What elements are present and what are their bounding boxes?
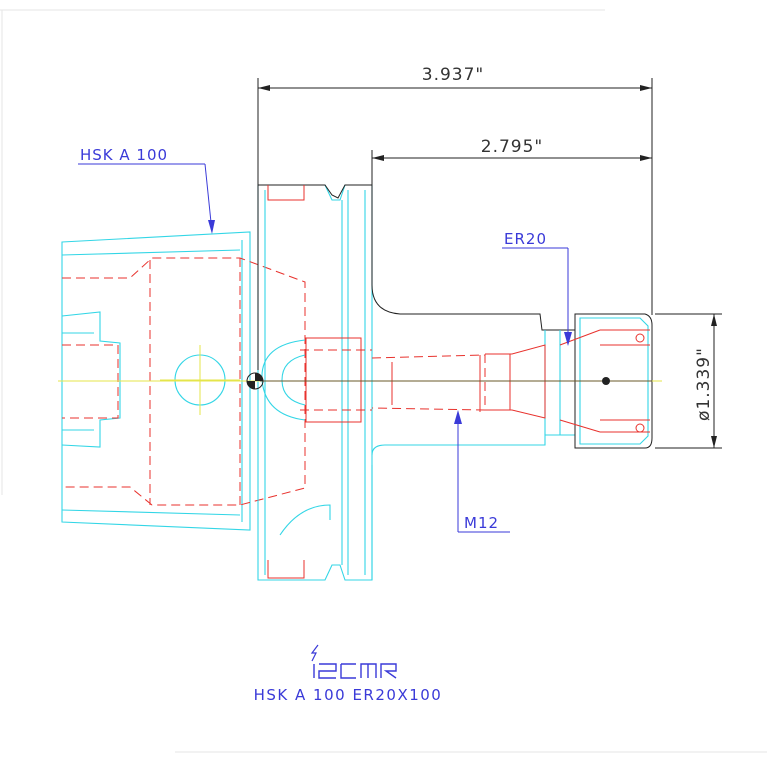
- diameter-dimension: [655, 313, 722, 449]
- nose-point-marker: [602, 377, 610, 385]
- diameter-label: ø1.339": [694, 347, 714, 421]
- hsk-center-bore: [160, 345, 240, 415]
- gauge-length-label: 2.795": [481, 137, 544, 157]
- coupling-yoke: [261, 337, 372, 423]
- overall-length-label: 3.937": [422, 65, 485, 85]
- overall-length-dimension: [257, 78, 653, 370]
- collet-nut: [559, 313, 653, 449]
- er20-callout-leader: [502, 247, 572, 346]
- sheet-frame: [0, 9, 767, 753]
- er20-callout-label: ER20: [504, 230, 547, 248]
- iscar-logo: [310, 644, 397, 679]
- m12-callout-label: M12: [464, 514, 499, 532]
- hsk-callout-label: HSK A 100: [80, 146, 168, 164]
- gauge-length-dimension: [371, 150, 652, 165]
- flange-outline: [257, 184, 373, 581]
- hsk-callout-leader: [78, 163, 215, 234]
- tool-designation: HSK A 100 ER20X100: [254, 686, 443, 704]
- m12-callout-leader: [454, 410, 510, 533]
- extension-hidden: [371, 344, 546, 419]
- hsk-shank-outline: [61, 231, 251, 531]
- gauge-point-marker: [246, 372, 264, 390]
